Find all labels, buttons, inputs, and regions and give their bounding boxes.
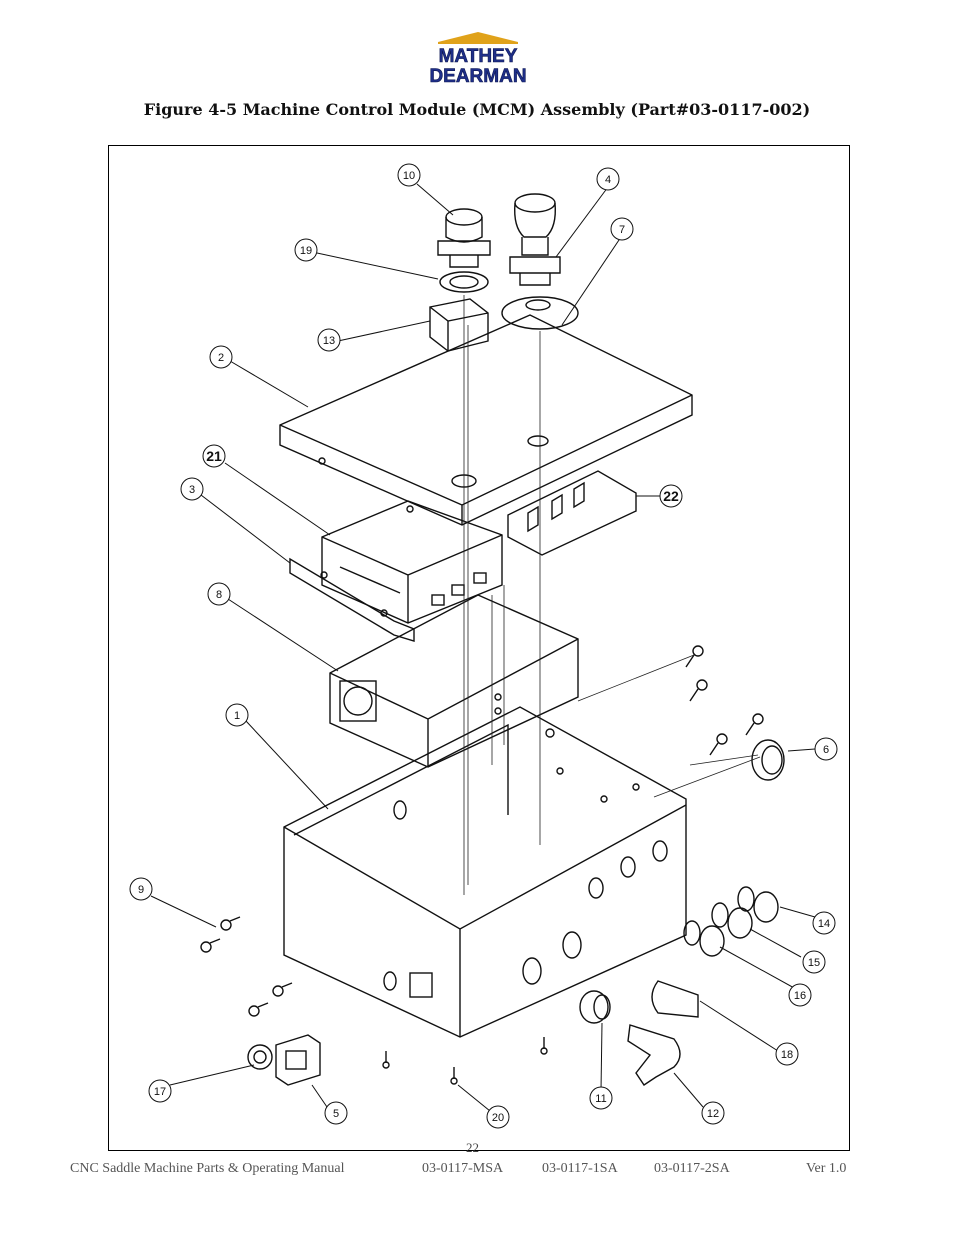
balloon-21: 21 (202, 444, 226, 468)
balloon-13-text: 13 (323, 335, 335, 347)
footer-part-msa: 03-0117-MSA (422, 1161, 504, 1176)
balloon-2: 2 (209, 345, 233, 369)
balloon-10: 10 (397, 163, 421, 187)
balloon-15: 15 (802, 950, 826, 974)
balloon-22-text: 22 (663, 488, 679, 504)
footer-manual-title: CNC Saddle Machine Parts & Operating Man… (70, 1161, 345, 1176)
balloon-16-text: 16 (794, 990, 806, 1002)
part-controller-bracket (289, 557, 415, 642)
part-screws (200, 645, 764, 1085)
footer-part-1sa: 03-0117-1SA (542, 1161, 618, 1176)
logo-graphic: MATHEY DEARMAN (429, 32, 527, 86)
balloon-20: 20 (486, 1105, 510, 1129)
balloon-4: 4 (596, 167, 620, 191)
diagram-parts (200, 193, 785, 1086)
balloon-3: 3 (180, 477, 204, 501)
part-lid (279, 314, 693, 526)
footer-version: Ver 1.0 (806, 1161, 847, 1176)
part-round-connector (651, 980, 699, 1018)
balloon-3-text: 3 (189, 484, 195, 496)
balloon-17-text: 17 (154, 1086, 166, 1098)
balloon-16: 16 (788, 983, 812, 1007)
balloon-12: 12 (701, 1101, 725, 1125)
balloon-18: 18 (775, 1042, 799, 1066)
balloon-7-text: 7 (619, 224, 625, 236)
balloon-21-text: 21 (206, 448, 222, 464)
balloon-1-text: 1 (234, 710, 240, 722)
balloon-7: 7 (610, 217, 634, 241)
balloon-19-text: 19 (300, 245, 312, 257)
logo-swoosh (438, 32, 518, 44)
balloon-9-text: 9 (138, 884, 144, 896)
balloon-14-text: 14 (818, 918, 830, 930)
part-locknut (751, 739, 785, 781)
part-pushbutton (437, 208, 491, 268)
balloon-5-text: 5 (333, 1108, 339, 1120)
balloon-4-text: 4 (605, 174, 611, 186)
alignment-lines (463, 295, 761, 895)
part-small-pushbuttons (683, 886, 779, 957)
balloon-5: 5 (324, 1101, 348, 1125)
balloon-15-text: 15 (808, 957, 820, 969)
exploded-assembly-diagram: 10 4 19 7 13 2 21 3 22 8 1 6 9 14 15 16 … (108, 145, 850, 1151)
page-number: 22 (466, 1140, 479, 1155)
logo-line-1: MATHEY (439, 46, 518, 67)
mathey-dearman-logo: MATHEY DEARMAN (426, 32, 530, 86)
leader-lines (150, 183, 816, 1112)
figure-frame (108, 145, 850, 1151)
balloon-8: 8 (207, 582, 231, 606)
balloon-1: 1 (225, 703, 249, 727)
balloon-18-text: 18 (781, 1049, 793, 1061)
diagram-svg: 10 4 19 7 13 2 21 3 22 8 1 6 9 14 15 16 … (129, 163, 838, 1129)
part-enclosure-box (283, 706, 687, 1038)
part-gasket (439, 271, 489, 293)
balloon-19: 19 (294, 238, 318, 262)
logo-line-2: DEARMAN (429, 66, 526, 86)
part-emergency-stop (509, 193, 561, 286)
balloon-11-text: 11 (595, 1093, 606, 1105)
part-relay-bank (507, 470, 637, 556)
balloon-11: 11 (589, 1086, 613, 1110)
part-legend-plate (501, 296, 579, 330)
balloon-6-text: 6 (823, 744, 829, 756)
part-connector (429, 298, 489, 352)
balloon-6: 6 (814, 737, 838, 761)
balloon-8-text: 8 (216, 589, 222, 601)
balloon-2-text: 2 (218, 352, 224, 364)
footer-part-2sa: 03-0117-2SA (654, 1161, 730, 1176)
balloon-20-text: 20 (492, 1112, 504, 1124)
part-fitting-elbow (579, 990, 681, 1086)
balloon-17: 17 (148, 1079, 172, 1103)
part-power-inlet (275, 1034, 321, 1086)
balloon-13: 13 (317, 328, 341, 352)
figure-title: Figure 4-5 Machine Control Module (MCM) … (143, 100, 811, 119)
balloon-10-text: 10 (403, 170, 415, 182)
balloon-14: 14 (812, 911, 836, 935)
part-grommet (247, 1044, 273, 1070)
part-gasket-inner (449, 275, 479, 289)
part-power-supply (329, 594, 579, 768)
balloon-22: 22 (659, 484, 683, 508)
balloon-12-text: 12 (707, 1108, 719, 1120)
balloon-9: 9 (129, 877, 153, 901)
callout-balloons: 10 4 19 7 13 2 21 3 22 8 1 6 9 14 15 16 … (129, 163, 838, 1129)
